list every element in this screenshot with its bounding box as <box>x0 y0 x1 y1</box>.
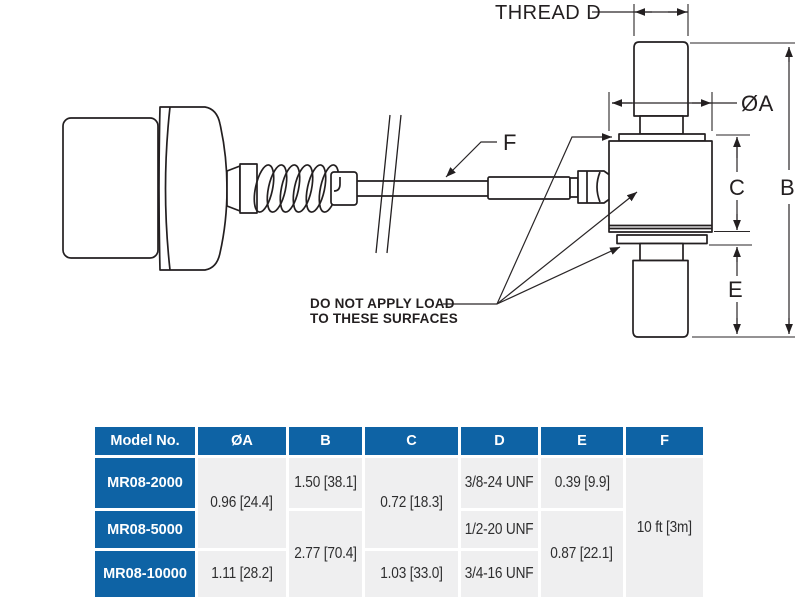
cell-c-rows-1-2: 0.72 [18.3] <box>365 458 458 548</box>
note-line-1: DO NOT APPLY LOAD <box>310 296 455 311</box>
label-thread-d: THREAD D <box>495 2 601 24</box>
spec-table: Model No. ØA B C D E F MR08-2000 MR08-50… <box>95 427 703 597</box>
cell-f-all-rows: 10 ft [3m] <box>626 458 703 597</box>
extension-lines <box>608 4 795 338</box>
top-stud-neck <box>639 115 684 135</box>
cell-value: 1.50 [38.1] <box>294 474 357 491</box>
col-header-b: B <box>289 427 362 455</box>
cable-drawing <box>357 114 612 254</box>
load-cell-drawing <box>608 41 713 338</box>
cell-value: 0.72 [18.3] <box>380 494 443 511</box>
col-header-model-no: Model No. <box>95 427 195 455</box>
cell-b-rows-2-3: 2.77 [70.4] <box>289 511 362 597</box>
cell-d-row-1: 3/8-24 UNF <box>461 458 538 508</box>
cable-nut <box>577 170 612 204</box>
break-lines <box>375 114 402 254</box>
note-leaders <box>443 133 638 305</box>
label-dia-a: ØA <box>741 91 774 116</box>
cell-value: 1/2-20 UNF <box>465 520 534 538</box>
label-e: E <box>728 277 743 302</box>
cell-e-row-1: 0.39 [9.9] <box>541 458 623 508</box>
cell-value: 1.03 [33.0] <box>380 565 443 582</box>
dimension-drawing: THREAD D ØA B C E F DO NOT APPLY LOAD TO… <box>62 2 795 338</box>
model-cell-mr08-5000: MR08-5000 <box>95 511 195 548</box>
cell-value: 2.77 [70.4] <box>294 545 357 562</box>
connector-cap-seam <box>164 106 171 271</box>
spring-end-fitting <box>330 171 358 206</box>
label-f: F <box>503 130 517 155</box>
cell-d-row-3: 3/4-16 UNF <box>461 551 538 597</box>
cable-run <box>357 180 488 197</box>
cell-d-row-2: 1/2-20 UNF <box>461 511 538 548</box>
strain-relief-neck <box>226 165 241 212</box>
cable-spring-coil <box>253 164 340 213</box>
bottom-stud-neck <box>639 242 684 262</box>
cell-b-row-1: 1.50 [38.1] <box>289 458 362 508</box>
dimension-annotations <box>443 4 795 338</box>
cell-dia-a-rows-1-2: 0.96 [24.4] <box>198 458 286 548</box>
label-b: B <box>780 175 795 200</box>
cell-body <box>608 140 713 233</box>
strain-relief-collar <box>239 163 258 214</box>
cell-value: 0.39 [9.9] <box>554 474 610 491</box>
model-cell-mr08-10000: MR08-10000 <box>95 551 195 597</box>
cable-nut-facets <box>586 171 601 203</box>
col-header-d: D <box>461 427 538 455</box>
bottom-flange <box>616 234 708 245</box>
cell-value: 3/4-16 UNF <box>465 565 534 582</box>
bottom-stud <box>632 259 689 338</box>
cell-value: 0.96 [24.4] <box>210 494 274 511</box>
top-flange <box>618 133 706 142</box>
note-line-2: TO THESE SURFACES <box>310 311 458 326</box>
col-header-c: C <box>365 427 458 455</box>
nut-collar <box>569 177 579 198</box>
leader-f <box>445 141 497 178</box>
connector-cap <box>158 106 228 271</box>
cell-value: 1.11 [28.2] <box>211 565 273 582</box>
body-grooves <box>609 224 712 230</box>
cell-c-row-3: 1.03 [33.0] <box>365 551 458 597</box>
spring-end-slot <box>333 177 341 192</box>
model-cell-mr08-2000: MR08-2000 <box>95 458 195 508</box>
connector-drawing <box>62 106 358 271</box>
col-header-e: E <box>541 427 623 455</box>
top-stud <box>633 41 689 117</box>
label-c: C <box>729 175 745 200</box>
cell-dia-a-row-3: 1.11 [28.2] <box>198 551 286 597</box>
col-header-f: F <box>626 427 703 455</box>
cell-value: 3/8-24 UNF <box>465 474 534 491</box>
cell-value: 0.87 [22.1] <box>550 545 614 562</box>
col-header-dia-a: ØA <box>198 427 286 455</box>
cable-boot <box>487 176 571 200</box>
cell-value: 10 ft [3m] <box>636 518 693 536</box>
cell-e-rows-2-3: 0.87 [22.1] <box>541 511 623 597</box>
connector-body <box>62 117 159 259</box>
